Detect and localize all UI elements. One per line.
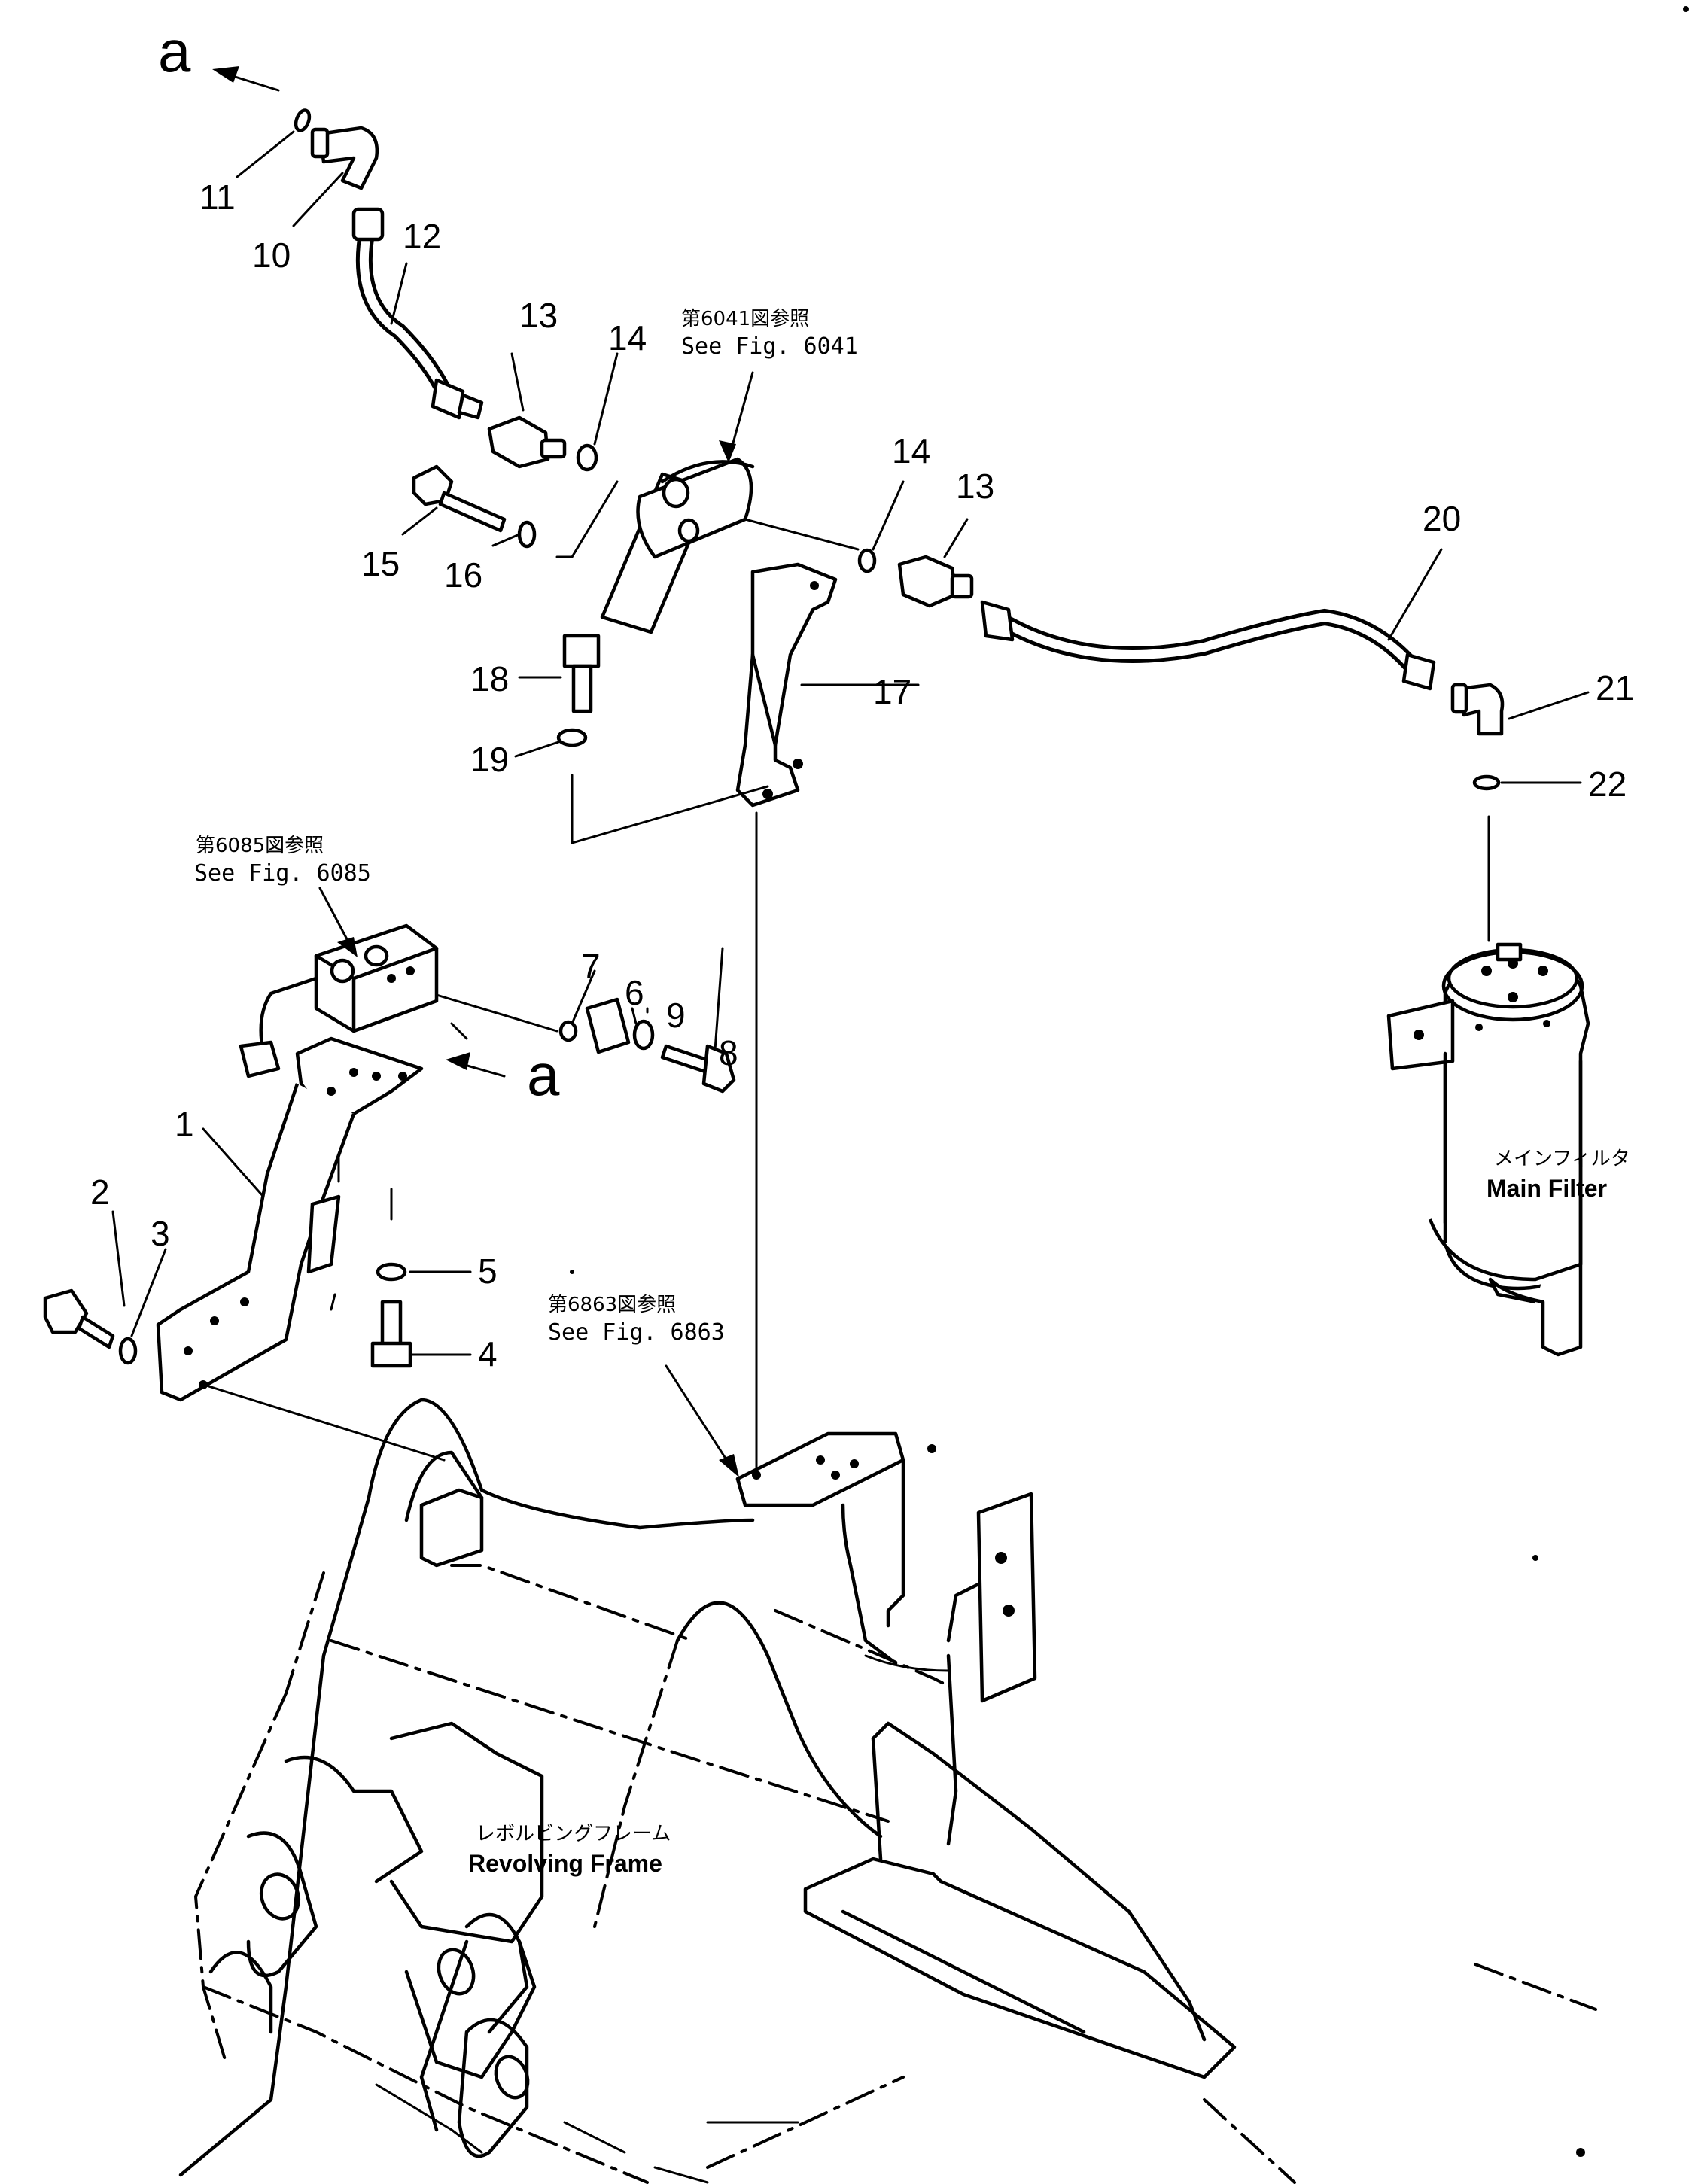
callout-10: 10 [252,236,291,275]
connector-13-left [487,415,567,469]
bracket-17 [735,562,838,808]
revolving-frame [178,1398,1597,2184]
bolt-4 [370,1300,412,1368]
elbow-fitting-10 [310,126,379,190]
ref-6863-en: See Fig. 6863 [548,1319,725,1346]
callout-13-left: 13 [519,296,558,335]
callout-5: 5 [478,1252,498,1291]
frame-mounting-bracket [735,1431,1037,1846]
callout-15: 15 [361,544,400,583]
callout-17: 17 [873,672,911,711]
hose-12 [351,207,484,420]
frame-label-en: Revolving Frame [468,1850,662,1877]
callout-7: 7 [581,947,601,986]
callout-numbers: 11 10 12 13 14 14 13 20 15 16 18 19 17 2… [90,178,1634,1373]
callout-2: 2 [90,1173,110,1212]
callout-9: 9 [666,996,686,1035]
main-filter [1386,942,1590,1357]
hose-20 [980,600,1436,691]
frame-label-jp: レボルビングフレーム [476,1823,671,1845]
bracket-1 [156,1036,424,1402]
bolt-2 [43,1288,115,1349]
callout-16: 16 [444,555,482,595]
filter-head-assembly [600,457,755,634]
callout-leaders [111,130,1590,1356]
callout-14-left: 14 [608,318,647,357]
ref-6041-jp: 第6041図参照 [681,308,809,330]
elbow-fitting-21 [1450,683,1505,736]
scan-specks [570,6,1689,2157]
valve-block-assembly [239,923,439,1078]
main-filter-label-jp: メインフィルタ [1494,1148,1630,1170]
callout-1: 1 [175,1105,194,1144]
callout-13-right: 13 [956,467,994,506]
connector-labels: a a [158,18,560,1108]
connector-a-mid: a [527,1042,560,1108]
callout-20: 20 [1423,499,1461,538]
callout-8: 8 [719,1033,738,1072]
connector-a-top: a [158,18,191,84]
bolt-15 [412,464,507,533]
figure-references: 第6041図参照 See Fig. 6041 第6085図参照 See Fig.… [194,308,858,1346]
main-filter-label-en: Main Filter [1487,1175,1607,1202]
ref-6041-en: See Fig. 6041 [681,333,858,360]
callout-12: 12 [403,217,441,256]
callout-19: 19 [470,740,509,779]
bolt-8 [660,1044,736,1094]
connector-13-right [897,555,974,608]
component-names: メインフィルタ Main Filter レボルビングフレーム Revolving… [468,1148,1630,1877]
assembly-guide-lines [190,480,1490,1473]
callout-11: 11 [199,178,236,217]
callout-14-right: 14 [892,431,930,470]
reference-arrows [212,66,754,1477]
callout-21: 21 [1596,668,1634,707]
callout-6: 6 [625,973,644,1012]
callout-3: 3 [151,1214,170,1253]
ref-6085-jp: 第6085図参照 [196,835,324,857]
callout-4: 4 [478,1334,498,1373]
ref-6085-en: See Fig. 6085 [194,860,371,887]
ref-6863-jp: 第6863図参照 [548,1294,676,1316]
bolt-18 [562,634,601,713]
plate-6 [585,997,631,1054]
callout-18: 18 [470,659,509,698]
callout-22: 22 [1588,765,1627,804]
